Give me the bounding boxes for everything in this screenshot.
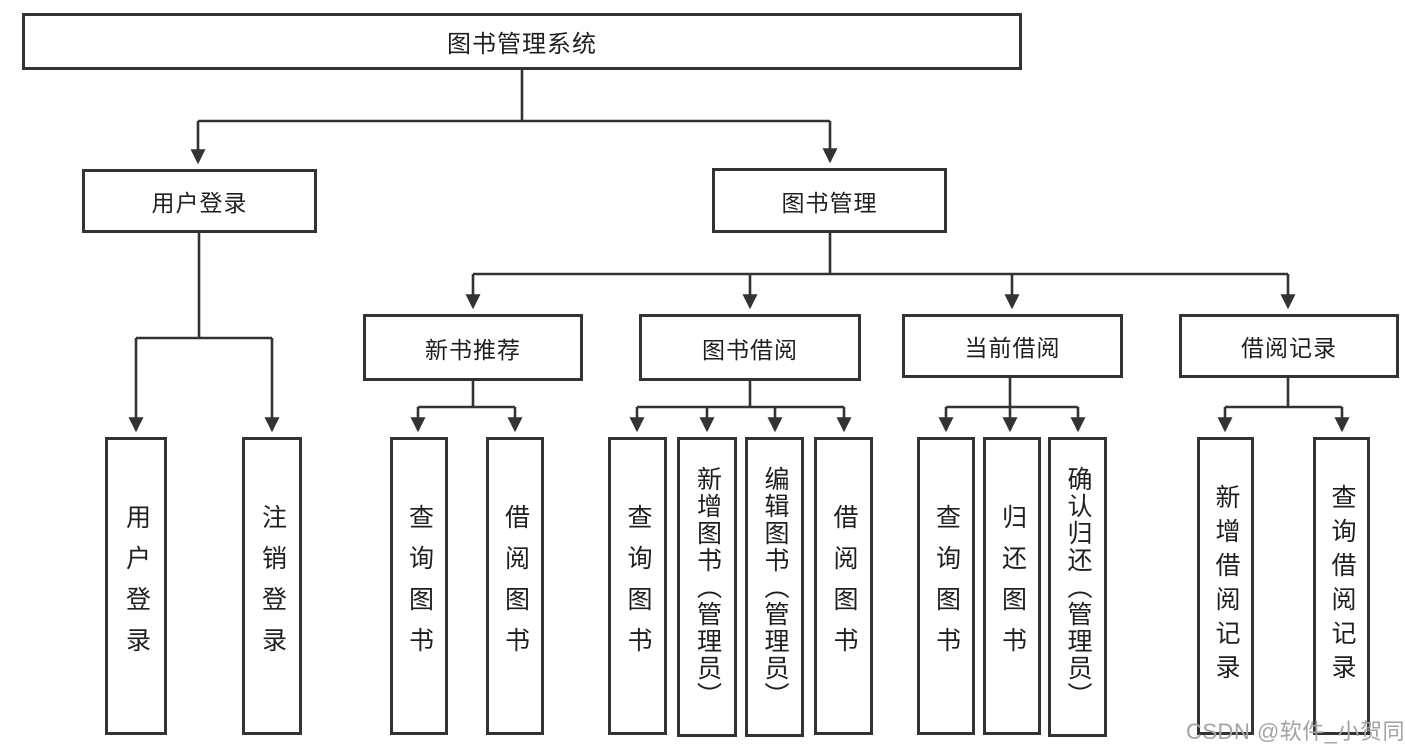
- leaf-records-query-record: 查询借阅记录: [1313, 437, 1370, 735]
- connector-book-management-children: [465, 233, 1296, 310]
- node-new-book-recommendation: 新书推荐: [363, 314, 583, 381]
- leaf-current-query-books: 查询图书: [917, 437, 975, 735]
- leaf-records-add-record: 新增借阅记录: [1197, 437, 1254, 735]
- leaf-borrowing-borrow-books: 借阅图书: [814, 437, 873, 735]
- leaf-newbook-query-books: 查询图书: [390, 437, 448, 735]
- leaf-borrowing-edit-books-admin: 编辑图书（管理员）: [745, 437, 804, 737]
- connector-user-login-children: [128, 233, 280, 433]
- connector-book-borrow-children: [629, 381, 852, 433]
- leaf-logout: 注销登录: [242, 437, 302, 735]
- connector-borrow-records-children: [1217, 378, 1350, 433]
- leaf-current-confirm-return-admin: 确认归还（管理员）: [1048, 437, 1107, 737]
- node-book-borrowing: 图书借阅: [639, 314, 861, 381]
- node-user-login: 用户登录: [82, 169, 317, 233]
- leaf-current-return-books: 归还图书: [983, 437, 1041, 735]
- connector-current-borrow-children: [938, 378, 1086, 433]
- connector-root-to-level2: [190, 70, 838, 165]
- node-current-borrowing: 当前借阅: [902, 314, 1123, 378]
- node-book-management: 图书管理: [712, 168, 947, 233]
- leaf-user-login: 用户登录: [105, 437, 167, 735]
- connector-new-book-children: [410, 381, 523, 433]
- leaf-borrowing-add-books-admin: 新增图书（管理员）: [677, 437, 737, 737]
- leaf-borrowing-query-books: 查询图书: [608, 437, 667, 735]
- leaf-newbook-borrow-books: 借阅图书: [486, 437, 544, 735]
- csdn-watermark: CSDN @软件_小贺同学: [1186, 719, 1405, 744]
- node-library-management-system: 图书管理系统: [22, 13, 1022, 70]
- node-borrowing-records: 借阅记录: [1179, 314, 1399, 378]
